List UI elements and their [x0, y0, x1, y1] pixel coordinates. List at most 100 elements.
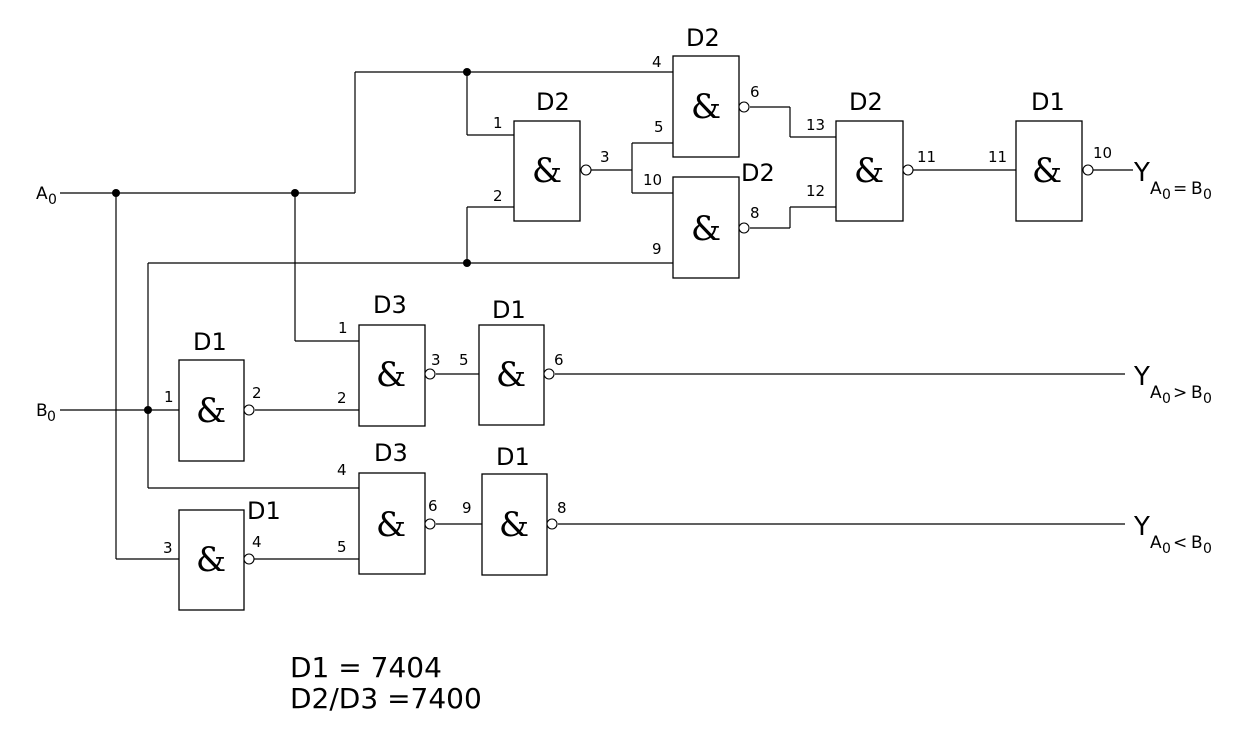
pin-number: 13: [806, 116, 825, 134]
output-a: A: [1150, 179, 1162, 199]
gate-label: D1: [247, 497, 281, 525]
output-operator: <: [1173, 533, 1187, 553]
input-b0: B 0: [36, 401, 56, 425]
and-symbol: &: [532, 151, 562, 191]
pin-number: 5: [337, 538, 347, 556]
nand-gate-body: [358, 472, 426, 575]
and-symbol: &: [691, 209, 721, 249]
gate-d1-lt: & D1 9 8: [462, 443, 567, 576]
output-y: Y: [1133, 512, 1150, 542]
ic-legend: D1 = 7404 D2/D3 =7400: [290, 651, 482, 715]
junction-dot: [463, 259, 471, 267]
a0-label: A: [36, 184, 48, 204]
pin-number: 2: [337, 389, 347, 407]
a0-subscript: 0: [48, 192, 57, 208]
b0-label: B: [36, 401, 48, 421]
input-a0: A 0: [36, 184, 57, 208]
gate-d1-eq: & D1 11 10: [988, 88, 1112, 222]
pin-number: 1: [493, 114, 503, 132]
pin-number: 1: [338, 319, 348, 337]
and-symbol: &: [376, 355, 406, 395]
output-a: A: [1150, 533, 1162, 553]
output-b-subscript: 0: [1203, 391, 1212, 407]
gate-label: D2: [849, 88, 883, 116]
and-symbol: &: [854, 151, 884, 191]
inverter-gate-body: [178, 359, 245, 462]
gate-label: D2: [686, 24, 720, 52]
and-symbol: &: [196, 391, 226, 431]
output-operator: =: [1173, 179, 1187, 199]
gate-label: D2: [536, 88, 570, 116]
pin-number: 2: [252, 384, 262, 402]
and-symbol: &: [496, 355, 526, 395]
pin-number: 4: [337, 461, 347, 479]
output-b: B: [1191, 179, 1203, 199]
output-a-subscript: 0: [1162, 391, 1171, 407]
pin-number: 12: [806, 182, 825, 200]
output-a-subscript: 0: [1162, 541, 1171, 557]
nand-gate-body: [835, 120, 904, 222]
junctions: [112, 68, 471, 414]
output-eq-label: Y A 0 = B 0: [1133, 158, 1212, 203]
pin-number: 5: [459, 351, 469, 369]
inverter-gate-body: [1015, 120, 1083, 222]
gate-label: D3: [374, 439, 408, 467]
pin-number: 1: [164, 388, 174, 406]
gate-d1-a: & D1 3 4: [163, 497, 281, 611]
pin-number: 3: [163, 539, 173, 557]
pin-number: 10: [1093, 144, 1112, 162]
output-y: Y: [1133, 362, 1150, 392]
gate-label: D1: [496, 443, 530, 471]
junction-dot: [112, 189, 120, 197]
pin-number: 2: [493, 187, 503, 205]
gate-label: D1: [492, 296, 526, 324]
inversion-bubble: [738, 222, 750, 234]
gate-d1-gt: & D1 5 6: [459, 296, 564, 426]
and-symbol: &: [691, 87, 721, 127]
wires: [60, 71, 1133, 560]
and-symbol: &: [376, 505, 406, 545]
pin-number: 6: [750, 83, 760, 101]
inversion-bubble: [543, 368, 555, 380]
pin-number: 8: [750, 204, 760, 222]
inversion-bubble: [243, 553, 255, 565]
inversion-bubble: [424, 368, 436, 380]
inversion-bubble: [546, 518, 558, 530]
output-b-subscript: 0: [1203, 187, 1212, 203]
gate-d2-left: & D2 1 2 3: [493, 88, 610, 222]
nand-gate-body: [513, 120, 581, 222]
gate-label: D1: [193, 328, 227, 356]
gate-label: D3: [373, 291, 407, 319]
and-symbol: &: [196, 540, 226, 580]
pin-number: 10: [643, 171, 662, 189]
inverter-gate-body: [481, 473, 548, 576]
junction-dot: [144, 406, 152, 414]
legend-line-d2-d3: D2/D3 =7400: [290, 682, 482, 715]
pin-number: 9: [652, 240, 662, 258]
pin-number: 4: [652, 53, 662, 71]
junction-dot: [291, 189, 299, 197]
gate-d2-right: & D2 13 12 11: [806, 88, 936, 222]
junction-dot: [463, 68, 471, 76]
pin-number: 4: [252, 533, 262, 551]
inversion-bubble: [580, 164, 592, 176]
inversion-bubble: [738, 101, 750, 113]
output-lt-label: Y A 0 < B 0: [1133, 512, 1212, 557]
gate-d1-b: & D1 1 2: [164, 328, 262, 462]
inversion-bubble: [243, 404, 255, 416]
inverter-gate-body: [178, 509, 245, 611]
pin-number: 5: [654, 118, 664, 136]
pin-number: 3: [431, 351, 441, 369]
and-symbol: &: [499, 505, 529, 545]
gate-label: D2: [741, 159, 775, 187]
output-b-subscript: 0: [1203, 541, 1212, 557]
pin-number: 6: [428, 497, 438, 515]
inverter-gate-body: [478, 324, 545, 426]
output-b: B: [1191, 533, 1203, 553]
nand-gate-body: [358, 324, 426, 427]
gate-d3-lt: & D3 4 5 6: [337, 439, 438, 575]
pin-number: 6: [554, 351, 564, 369]
output-operator: >: [1173, 383, 1187, 403]
pin-number: 11: [988, 148, 1007, 166]
